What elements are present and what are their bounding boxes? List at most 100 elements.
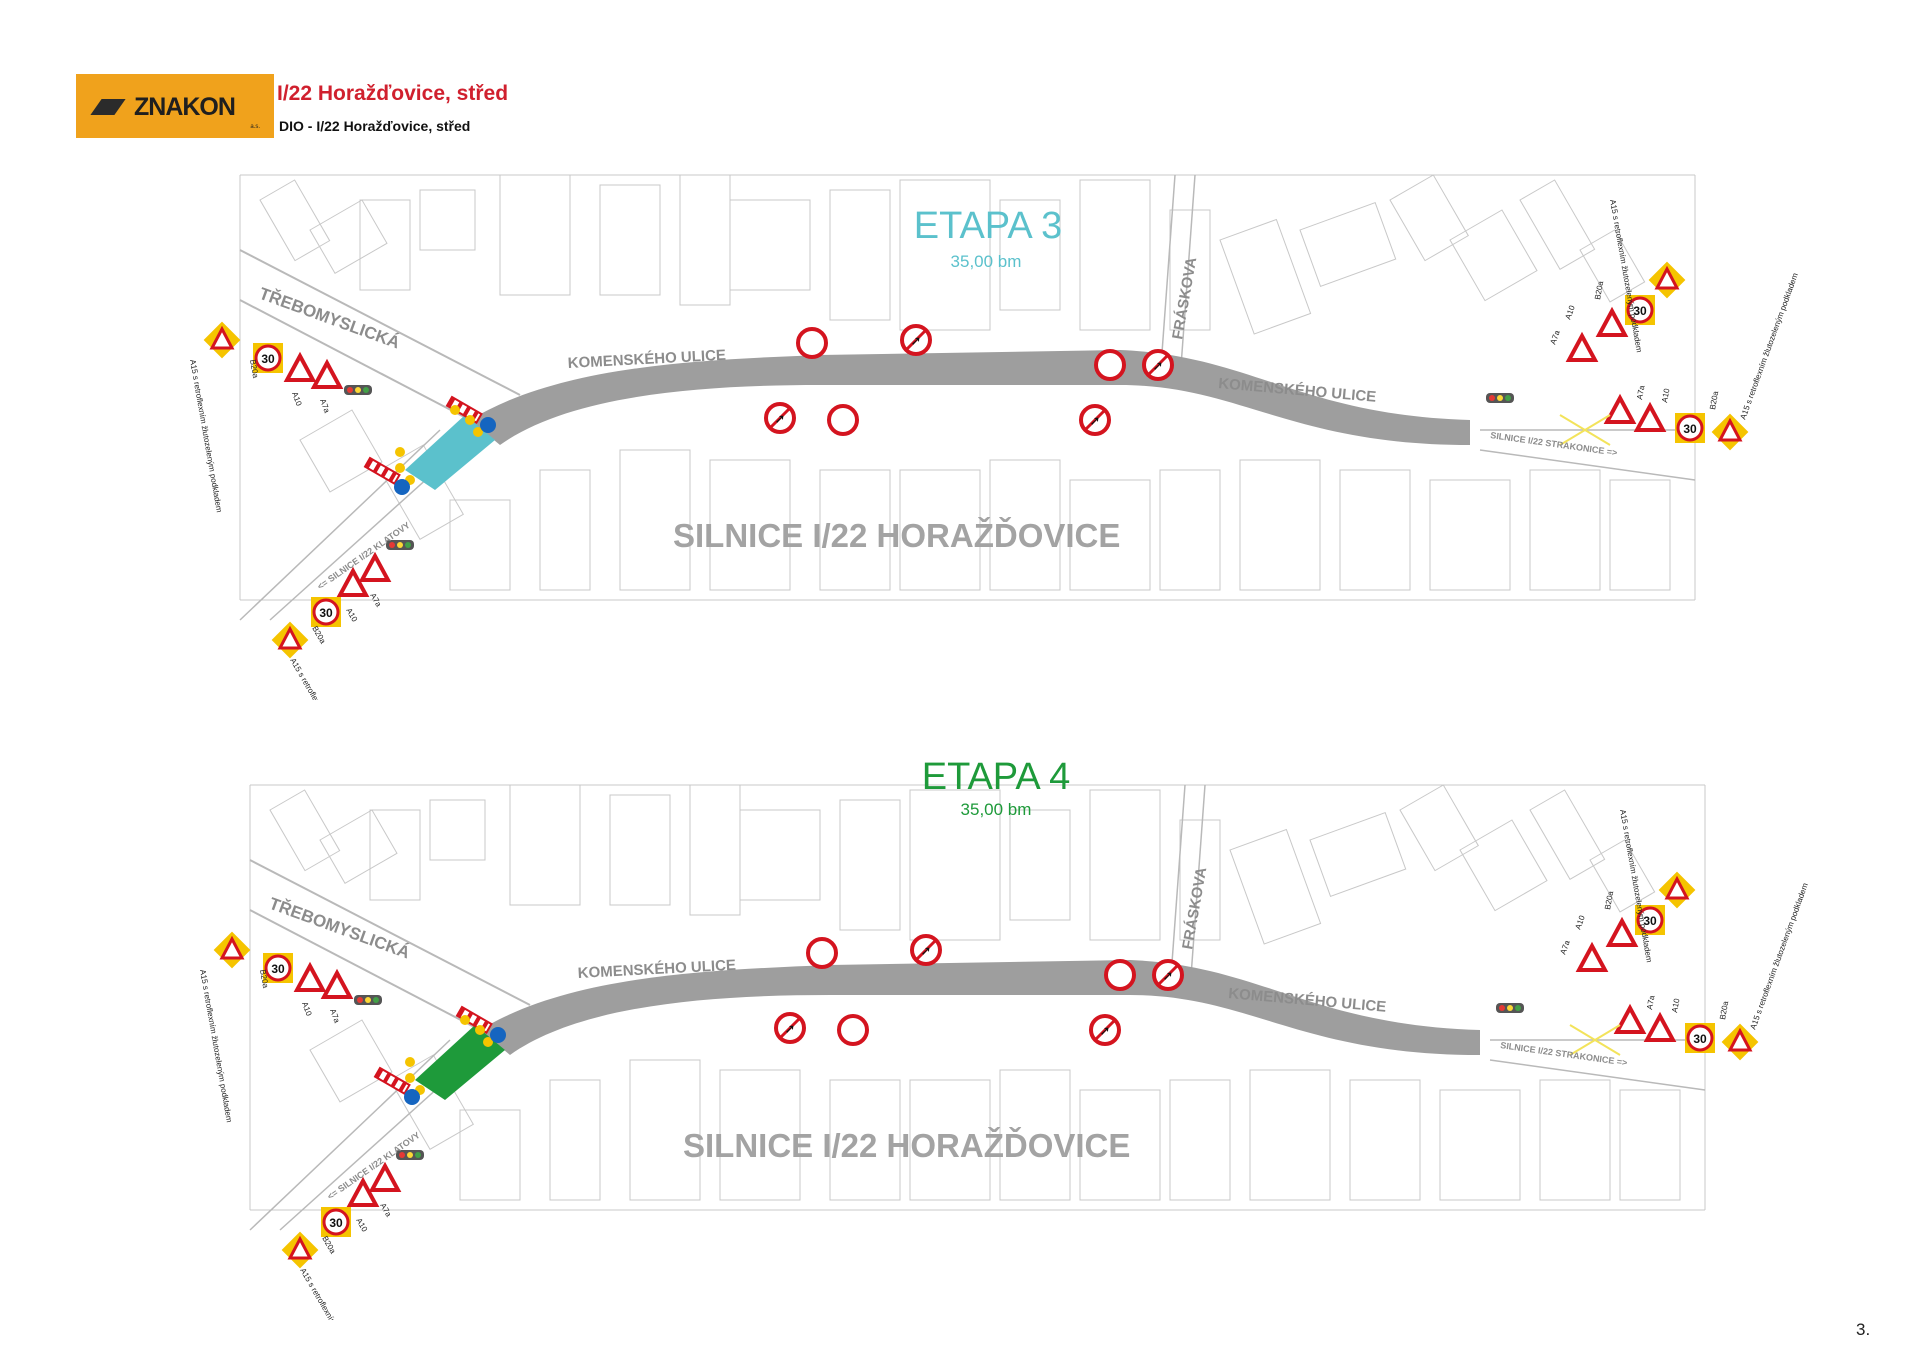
parcel-outline: [619, 449, 691, 591]
traffic-light-amber: [355, 387, 361, 393]
parcel-outline: [1349, 1079, 1421, 1201]
sign-code: A10: [300, 1001, 314, 1018]
barrier-stripe: [472, 1016, 482, 1027]
no-vehicles-sign: [827, 404, 859, 436]
parcel-outline: [609, 794, 671, 906]
parcel-outline: [509, 784, 581, 906]
parcel-outline: [629, 1059, 701, 1201]
parcel-outline: [499, 174, 571, 296]
parcel-outline: [829, 189, 891, 321]
parcel-outline: [359, 199, 411, 291]
sign-code: B20a: [248, 359, 260, 380]
yellow-hatch: [1559, 414, 1611, 446]
parcel-outline: [899, 179, 991, 331]
parcel-outline: [1299, 201, 1397, 288]
parcel-outline: [1069, 479, 1151, 591]
warning-lamp: [483, 1037, 493, 1047]
parcel-line: [249, 1039, 451, 1231]
traffic-light-red: [1489, 395, 1495, 401]
speed-limit-b20a-sign: [254, 344, 282, 372]
parcel-line: [1189, 784, 1206, 991]
stage-title: ETAPA 3: [913, 205, 1063, 247]
speed-limit-b20a-sign: [322, 1208, 350, 1236]
barrier-stripe: [462, 406, 472, 417]
traffic-light-amber: [365, 997, 371, 1003]
sign-code: A15 s retroflexním žlutozeleným podklade…: [1738, 271, 1800, 420]
parcel-outline: [1579, 229, 1646, 303]
roadworks-a15-sign: [1727, 1027, 1753, 1052]
sign-code: A7a: [1548, 329, 1562, 346]
give-way-a10-sign: [346, 1176, 380, 1207]
parcel-outline: [419, 189, 476, 251]
speed-limit-b20a-sign-value: 30: [1633, 304, 1647, 318]
traffic-light-green: [1515, 1005, 1521, 1011]
traffic-lights-a7a-sign: [310, 358, 344, 389]
page-title: I/22 Horažďovice, střed: [277, 82, 509, 105]
parcel-outline: [1429, 479, 1511, 591]
parcel-line: [239, 249, 521, 396]
speed-limit-b20a-sign-value: 30: [1693, 1032, 1707, 1046]
znakon-logo: ZNAKON a.s.: [76, 74, 274, 138]
speed-limit-b20a-sign-value: 30: [319, 606, 333, 620]
sign-code: A7a: [1635, 384, 1646, 400]
speed-limit-b20a-sign-value: 30: [1643, 914, 1657, 928]
give-way-a10-sign: [1643, 1011, 1677, 1042]
roadworks-a15-sign: [1717, 417, 1743, 442]
traffic-light-green: [1505, 395, 1511, 401]
parcel-outline: [909, 1079, 991, 1201]
sign-code: B20a: [320, 1235, 337, 1256]
traffic-lights-a7a-sign: [1575, 941, 1609, 972]
parcel-outline: [1539, 1079, 1611, 1201]
sign-code: A10: [1573, 914, 1587, 931]
sign-code: B20a: [258, 969, 270, 990]
no-turn-sign-glyph: ➚: [775, 412, 786, 427]
no-vehicles-sign: [1094, 349, 1126, 381]
sign-code: A10: [1563, 304, 1577, 321]
parcel-outline: [909, 789, 1001, 941]
street-label-trebomyslicka: TŘEBOMYSLICKÁ: [267, 894, 413, 963]
traffic-light-green: [405, 542, 411, 548]
parcel-outline: [709, 459, 791, 591]
no-entry-sign-glyph: ➚: [1153, 359, 1164, 374]
speed-limit-b20a-sign: [1636, 906, 1664, 934]
parcel-outline: [309, 1019, 393, 1103]
traffic-lights-a7a-sign: [358, 551, 392, 582]
sign-code: A15 s retroflexním žlutozeleným podklade…: [198, 969, 234, 1124]
traffic-light-green: [363, 387, 369, 393]
barrier-stripe: [388, 471, 397, 483]
traffic-lights-a7a-sign: [320, 968, 354, 999]
parcel-line: [1479, 449, 1696, 481]
stage-title: ETAPA 4: [921, 756, 1071, 798]
sign-code: A15 s retroflexním žlutozeleným podklade…: [288, 657, 374, 701]
barrier-stripe: [457, 1007, 466, 1018]
logo-text: ZNAKON: [134, 93, 236, 121]
warning-lamp: [405, 1057, 415, 1067]
stage-work-section: [415, 1025, 505, 1100]
speed-limit-b20a-sign: [1686, 1024, 1714, 1052]
road-section-closed: [480, 960, 1480, 1055]
sign-code: A10: [290, 391, 304, 408]
roadworks-a15-sign: [209, 325, 235, 350]
parcel-outline: [739, 809, 821, 901]
speed-limit-b20a-sign: [312, 598, 340, 626]
traffic-lights-a7a-sign: [368, 1161, 402, 1192]
parcel-outline: [1089, 789, 1161, 941]
give-way-a10-sign: [1605, 916, 1639, 947]
give-way-a10-sign: [1595, 306, 1629, 337]
warning-lamp: [465, 415, 475, 425]
traffic-light-amber: [1507, 1005, 1513, 1011]
parcel-outline: [1009, 809, 1071, 921]
parcel-outline: [679, 174, 731, 306]
speed-limit-b20a-sign: [1626, 296, 1654, 324]
traffic-lights-a7a-sign: [1565, 331, 1599, 362]
parcel-outline: [319, 809, 398, 884]
mandatory-direction-sign: [480, 417, 496, 433]
road-label-silnice-main: SILNICE I/22 HORAŽĎOVICE: [683, 1127, 1130, 1164]
no-vehicles-sign: [806, 937, 838, 969]
sign-code: A7a: [318, 398, 332, 415]
give-way-a10-sign: [336, 566, 370, 597]
roadworks-a15-sign: [287, 1235, 313, 1260]
roadworks-a15-sign: [219, 935, 245, 960]
